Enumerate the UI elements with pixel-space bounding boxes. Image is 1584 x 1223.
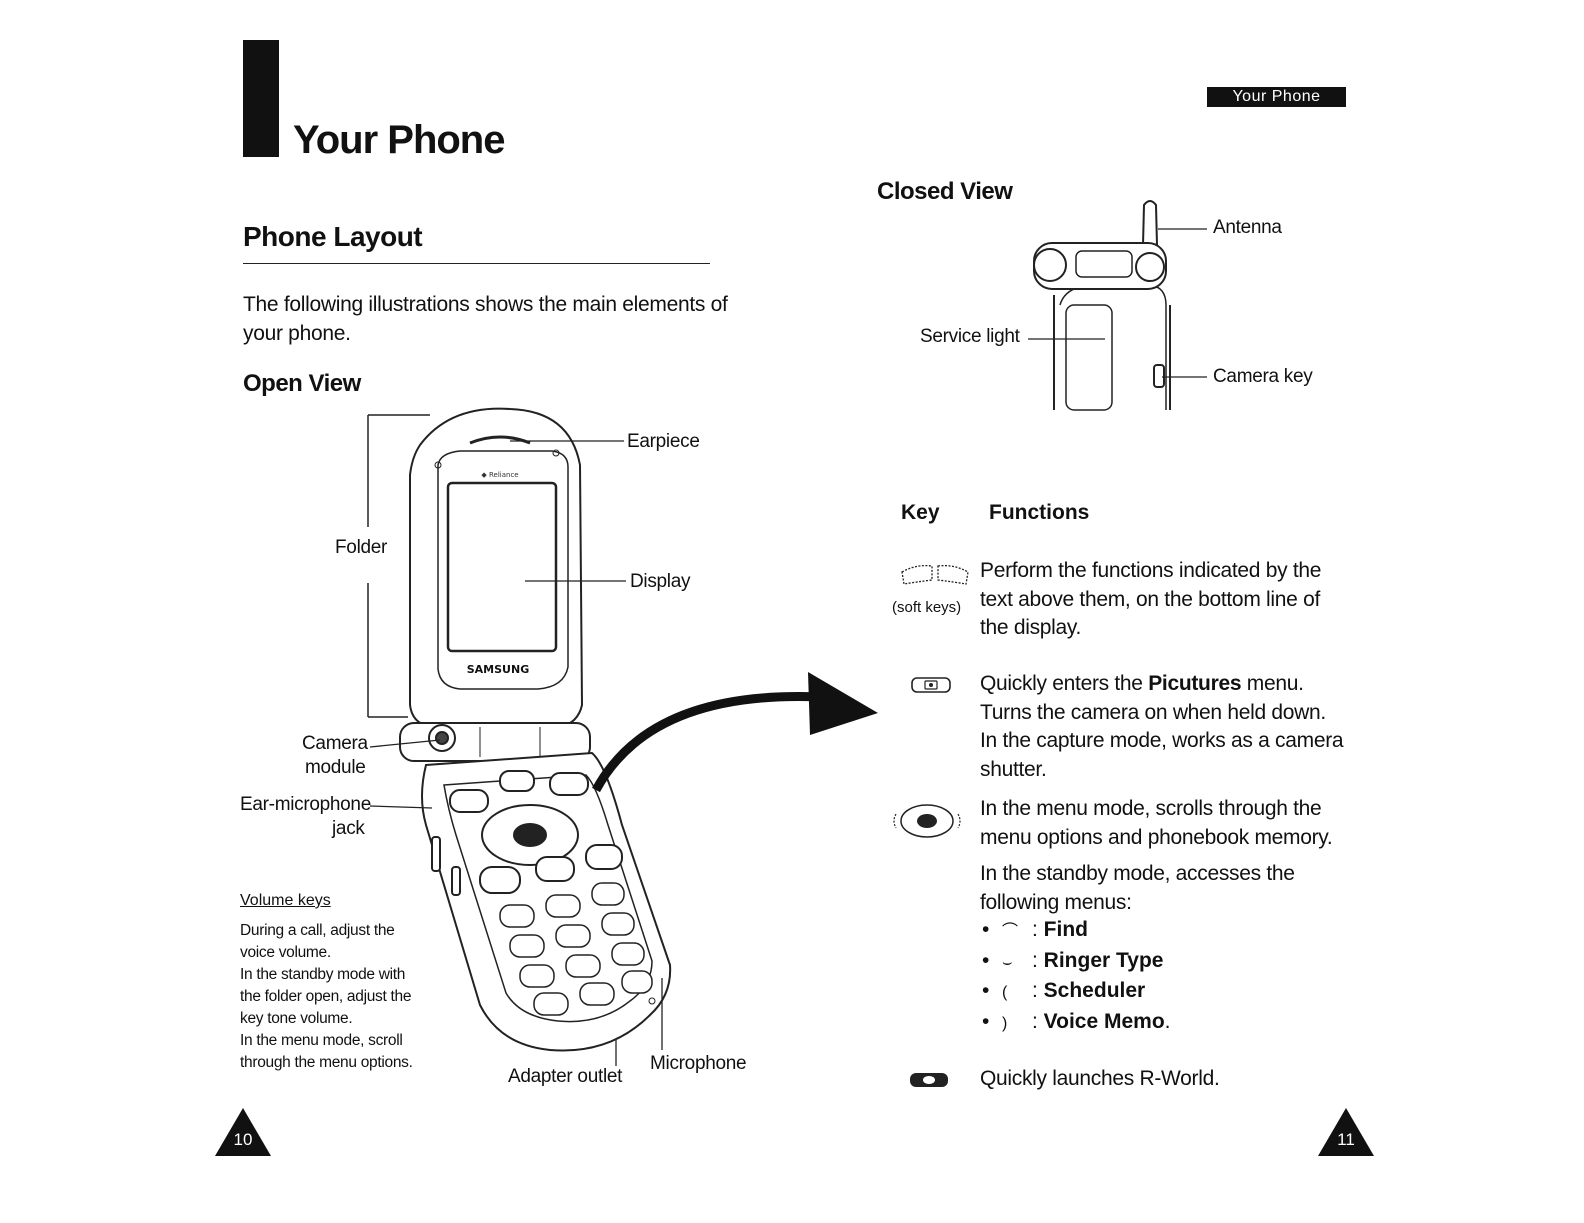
menu-item-voice-memo: •): Voice Memo. [982, 1008, 1171, 1039]
rworld-key-description: Quickly launches R-World. [980, 1067, 1220, 1090]
phone-base [421, 751, 672, 1052]
volume-line: In the menu mode, scroll [240, 1032, 403, 1049]
table-header-functions: Functions [989, 501, 1090, 524]
nav-key-description: In the menu mode, scrolls through the me… [980, 795, 1333, 917]
label-adapter-outlet: Adapter outlet [508, 1066, 623, 1087]
label-ear-mic-2: jack [332, 818, 365, 839]
closed-phone-illustration [1033, 200, 1171, 411]
nav-key-line: menu options and phonebook memory. [980, 825, 1333, 849]
volume-line: voice volume. [240, 944, 331, 961]
brand-logo-text: SAMSUNG [467, 663, 529, 676]
rworld-key-icon [910, 1073, 948, 1087]
label-ear-mic-1: Ear-microphone [240, 794, 371, 815]
page-number-left: 10 [233, 1130, 253, 1149]
phone-folder: SAMSUNG ◆ Reliance [409, 407, 584, 728]
page-number-marker-left [215, 1108, 271, 1156]
volume-line: In the standby mode with [240, 966, 406, 983]
camera-key-icon [911, 677, 951, 693]
page-number-right: 11 [1337, 1130, 1355, 1149]
chapter-bar [243, 40, 279, 157]
nav-key-line: In the standby mode, accesses the [980, 862, 1295, 885]
nav-up-icon: ⌒ [1002, 923, 1019, 940]
camera-key-line-1: Quickly enters the Picutures menu. [980, 672, 1304, 695]
open-phone-illustration: SAMSUNG ◆ Reliance [367, 407, 672, 1052]
volume-line: During a call, adjust the [240, 922, 395, 939]
pictures-menu-name: Picutures [1148, 672, 1242, 695]
camera-key-line-3: In the capture mode, works as a camera [980, 729, 1344, 752]
nav-left-icon: ( [1002, 984, 1008, 1001]
soft-keys-description: Perform the functions indicated by the t… [980, 557, 1321, 643]
label-camera-key: Camera key [1213, 366, 1313, 387]
menu-item-ringer-type: •⌣: Ringer Type [982, 947, 1171, 978]
label-camera-module-1: Camera [302, 733, 368, 754]
menu-item-find: •⌒: Find [982, 916, 1171, 947]
arrow-head [808, 672, 878, 735]
label-microphone: Microphone [650, 1053, 747, 1074]
label-antenna: Antenna [1213, 217, 1282, 238]
running-header-tab: Your Phone [1207, 87, 1346, 107]
menu-item-scheduler: •(: Scheduler [982, 977, 1171, 1008]
svg-text:◆ Reliance: ◆ Reliance [481, 471, 518, 479]
label-display: Display [630, 571, 691, 592]
soft-keys-line: text above them, on the bottom line of [980, 587, 1320, 611]
volume-line: key tone volume. [240, 1010, 353, 1027]
volume-keys-illustration [431, 836, 461, 896]
camera-key-line-4: shutter. [980, 757, 1047, 781]
nav-down-icon: ⌣ [1002, 953, 1013, 971]
volume-line: through the menu options. [240, 1054, 413, 1071]
standby-menu-list: •⌒: Find •⌣: Ringer Type •(: Scheduler •… [982, 916, 1171, 1038]
camera-key-description: Quickly enters the Picutures menu. Turns… [980, 670, 1344, 784]
label-service-light: Service light [920, 326, 1020, 347]
soft-keys-line: the display. [980, 616, 1082, 639]
label-folder: Folder [335, 537, 388, 558]
curved-arrow [592, 692, 821, 793]
intro-line-1: The following illustrations shows the ma… [243, 293, 728, 316]
page-number-marker-right [1318, 1108, 1374, 1156]
volume-line: the folder open, adjust the [240, 988, 412, 1005]
volume-keys-note: Volume keys During a call, adjust the vo… [240, 892, 413, 1074]
nav-key-line: following menus: [980, 890, 1132, 914]
volume-keys-title: Volume keys [240, 892, 331, 909]
section-title: Phone Layout [243, 221, 423, 252]
table-header-key: Key [901, 501, 940, 524]
chapter-title: Your Phone [293, 118, 505, 162]
folder-bracket [367, 414, 430, 718]
closed-view-title: Closed View [877, 178, 1013, 205]
label-camera-module-2: module [305, 757, 366, 778]
nav-right-icon: ) [1002, 1014, 1008, 1032]
volume-keys-text: During a call, adjust the voice volume. … [240, 920, 413, 1074]
nav-key-icon [893, 804, 961, 838]
soft-keys-caption: (soft keys) [892, 599, 962, 616]
intro-text: The following illustrations shows the ma… [243, 290, 728, 348]
open-view-title: Open View [243, 370, 361, 397]
section-divider [243, 263, 710, 264]
nav-key-line: In the menu mode, scrolls through the [980, 797, 1322, 820]
intro-line-2: your phone. [243, 322, 351, 345]
soft-keys-line: Perform the functions indicated by the [980, 559, 1322, 582]
label-earpiece: Earpiece [627, 431, 700, 452]
soft-keys-icon [901, 564, 969, 585]
camera-key-line-2: Turns the camera on when held down. [980, 700, 1326, 724]
